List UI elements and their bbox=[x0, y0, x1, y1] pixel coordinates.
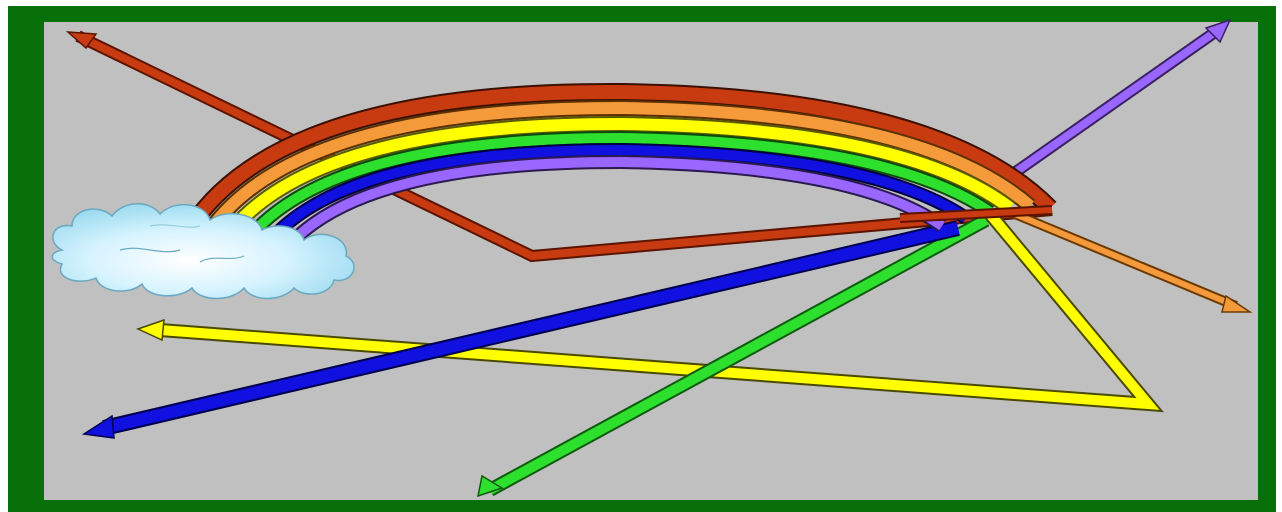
rainbow-diagram bbox=[0, 0, 1282, 512]
slide bbox=[0, 0, 1282, 512]
